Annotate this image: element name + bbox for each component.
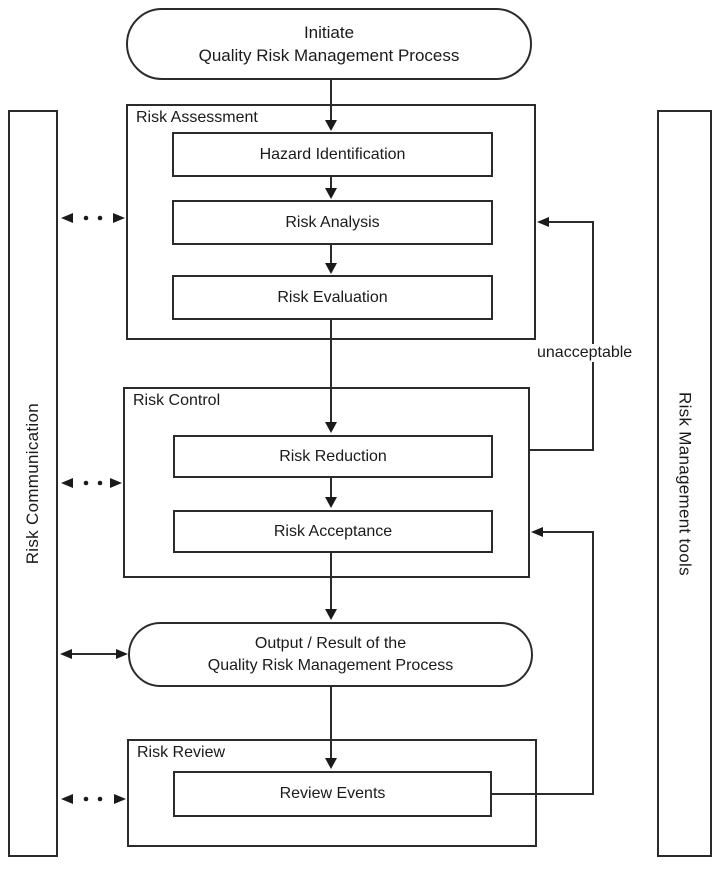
hazard-identification-label: Hazard Identification bbox=[259, 145, 406, 163]
output-line1: Output / Result of the bbox=[254, 634, 407, 652]
risk-evaluation-node: Risk Evaluation bbox=[172, 275, 493, 320]
hazard-identification-node: Hazard Identification bbox=[172, 132, 493, 177]
risk-management-tools-label: Risk Management tools bbox=[675, 391, 695, 576]
arrowhead bbox=[61, 213, 73, 223]
risk-control-section: Risk Control Risk Reduction Risk Accepta… bbox=[123, 387, 530, 578]
arrowhead bbox=[116, 649, 128, 659]
risk-control-title: Risk Control bbox=[133, 392, 221, 409]
output-line2: Quality Risk Management Process bbox=[207, 656, 454, 674]
arrowhead bbox=[531, 527, 543, 537]
arrowhead bbox=[61, 478, 73, 488]
risk-acceptance-node: Risk Acceptance bbox=[173, 510, 493, 553]
edge-unacceptable-feedback bbox=[530, 217, 594, 451]
review-events-label: Review Events bbox=[279, 785, 386, 802]
risk-reduction-node: Risk Reduction bbox=[173, 435, 493, 478]
initiate-line1: Initiate bbox=[303, 23, 355, 42]
edge-communication-assessment bbox=[61, 213, 125, 223]
edge-communication-output bbox=[60, 649, 128, 659]
risk-review-title: Risk Review bbox=[137, 744, 226, 761]
arrowhead bbox=[61, 794, 73, 804]
risk-review-section: Risk Review Review Events bbox=[127, 739, 537, 847]
unacceptable-label: unacceptable bbox=[534, 344, 636, 362]
risk-analysis-node: Risk Analysis bbox=[172, 200, 493, 245]
arrowhead bbox=[114, 794, 126, 804]
edge-communication-review bbox=[61, 794, 126, 804]
arrowhead bbox=[110, 478, 122, 488]
arrowhead bbox=[113, 213, 125, 223]
arrowhead bbox=[537, 217, 549, 227]
initiate-line2: Quality Risk Management Process bbox=[198, 46, 460, 65]
arrowhead bbox=[325, 609, 337, 620]
output-node: Output / Result of the Quality Risk Mana… bbox=[128, 622, 533, 687]
risk-analysis-label: Risk Analysis bbox=[285, 213, 380, 231]
edge-communication-control bbox=[61, 478, 122, 488]
risk-reduction-label: Risk Reduction bbox=[279, 447, 387, 465]
review-events-node: Review Events bbox=[173, 771, 492, 817]
arrowhead bbox=[60, 649, 72, 659]
risk-assessment-section: Risk Assessment Hazard Identification Ri… bbox=[126, 104, 536, 340]
initiate-node: Initiate Quality Risk Management Process bbox=[126, 8, 532, 80]
risk-management-tools-bar: Risk Management tools bbox=[657, 110, 712, 857]
risk-assessment-title: Risk Assessment bbox=[136, 109, 258, 126]
risk-evaluation-label: Risk Evaluation bbox=[277, 288, 388, 306]
risk-communication-label: Risk Communication bbox=[23, 402, 42, 565]
risk-acceptance-label: Risk Acceptance bbox=[273, 522, 393, 540]
risk-communication-bar: Risk Communication bbox=[8, 110, 58, 857]
